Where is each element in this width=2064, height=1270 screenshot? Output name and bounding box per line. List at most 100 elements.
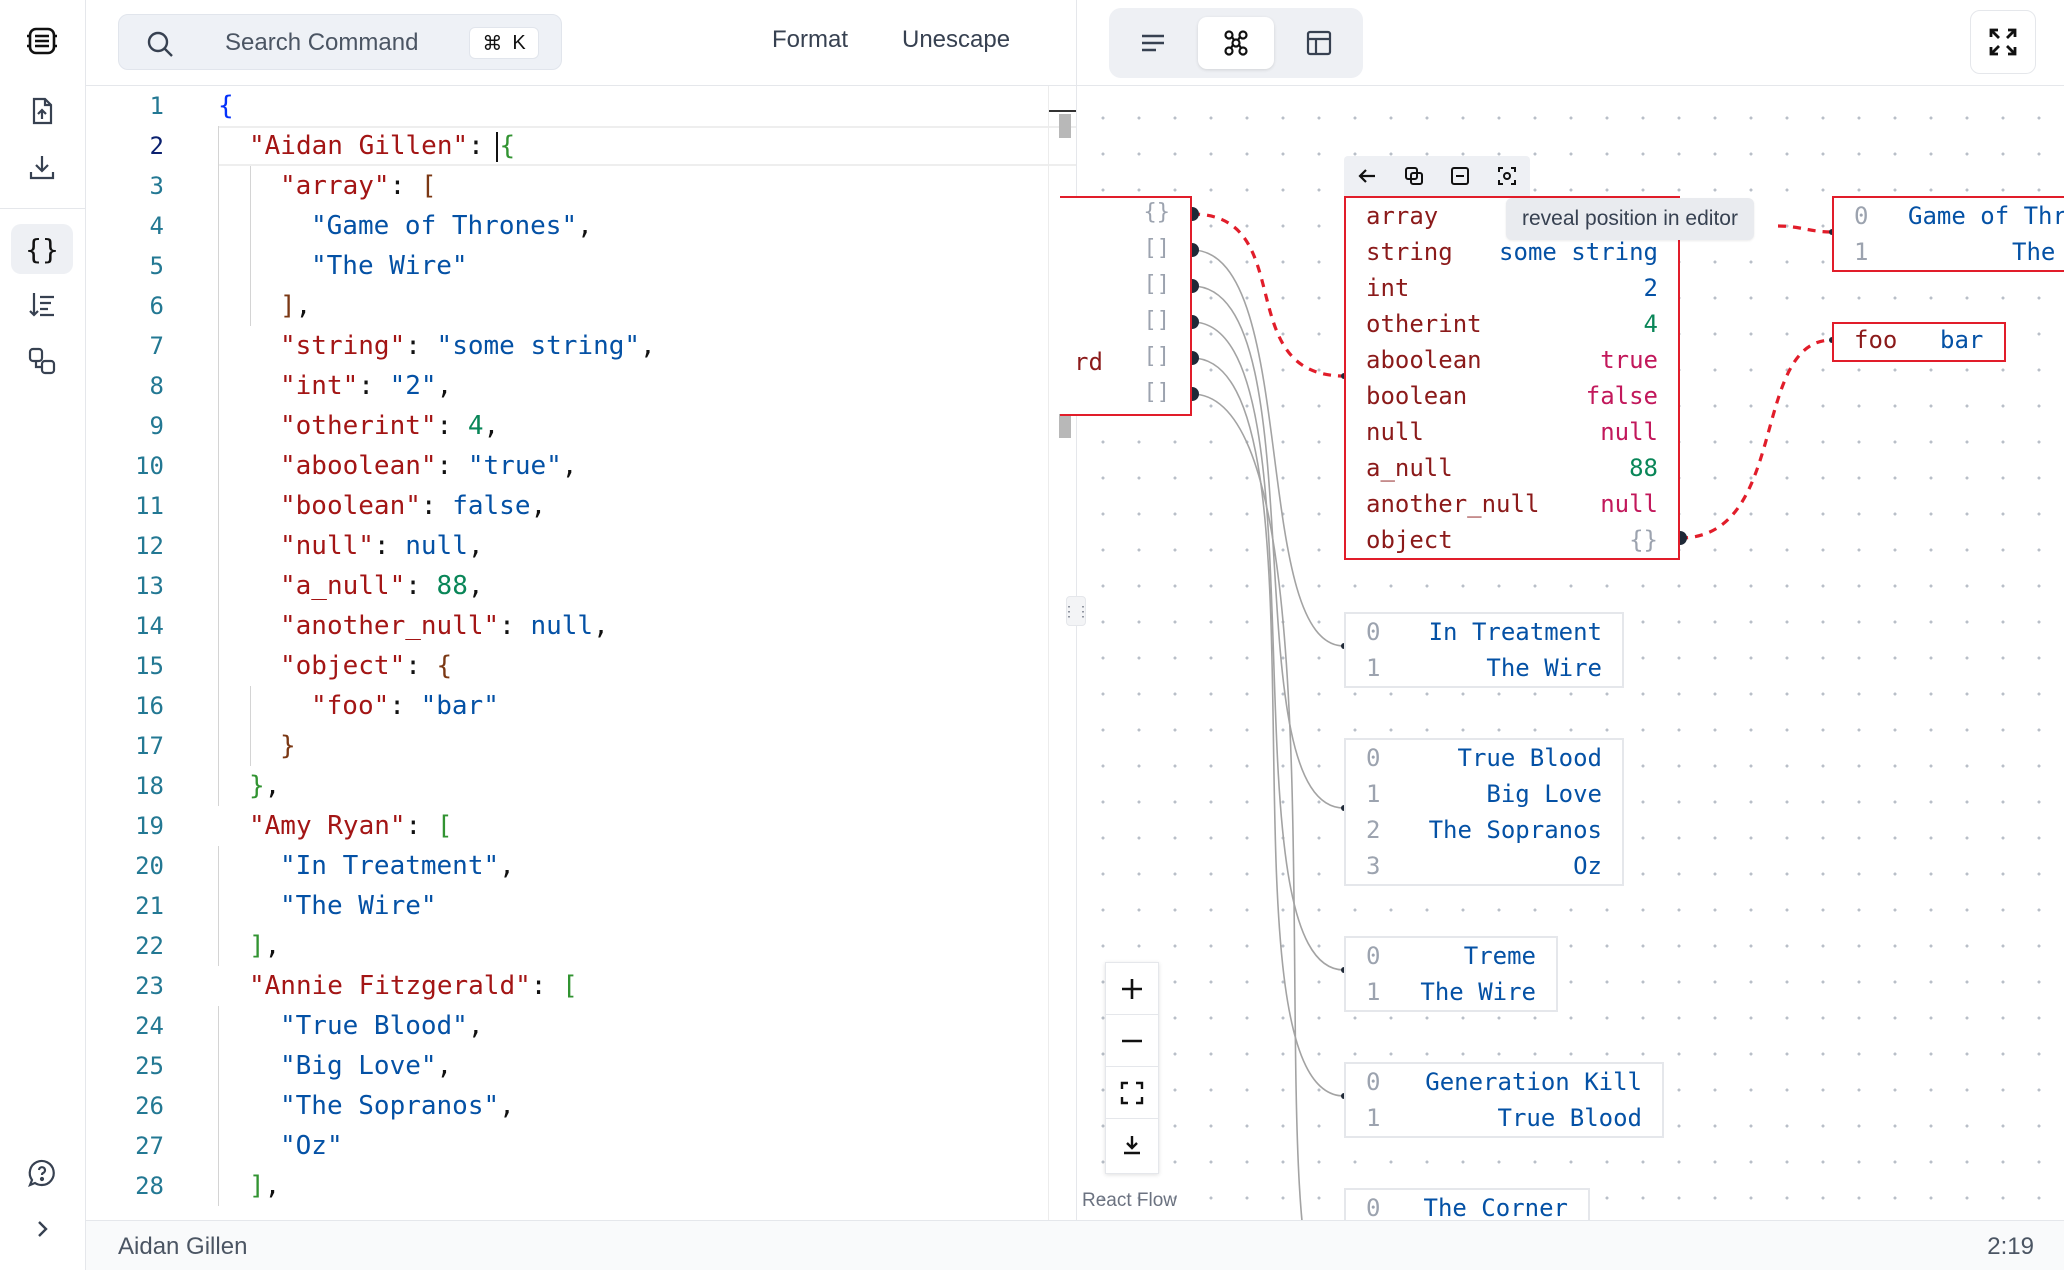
code-token: :: [468, 131, 500, 161]
plus-icon: [1122, 978, 1142, 999]
sidebar-divider: [0, 208, 86, 209]
node-row-key: a_null: [1366, 454, 1453, 482]
export-image-button[interactable]: [1106, 1119, 1158, 1171]
code-token: "True Blood": [280, 1011, 468, 1041]
help-icon[interactable]: [11, 1148, 73, 1198]
zoom-in-button[interactable]: [1106, 963, 1158, 1015]
code-token: "bar": [420, 691, 499, 721]
fullscreen-button[interactable]: [1970, 10, 2036, 74]
text-cursor: [496, 132, 498, 162]
code-token: ,: [295, 291, 312, 321]
import-file-icon[interactable]: [11, 86, 73, 136]
node-row-value: some string: [1499, 238, 1658, 266]
code-token: "aboolean": [280, 451, 437, 481]
format-button[interactable]: Format: [772, 26, 849, 53]
code-token: "int": [280, 371, 359, 401]
code-token: ,: [483, 411, 500, 441]
code-line: "The Wire": [311, 246, 468, 286]
scrollbar-thumb[interactable]: [1059, 414, 1071, 438]
root-node[interactable]: rd {}[][][][][]: [1060, 196, 1192, 416]
json-braces-icon[interactable]: {}: [11, 224, 73, 274]
code-token: ,: [467, 571, 484, 601]
pane-resize-handle[interactable]: ⋮⋮: [1062, 596, 1090, 626]
table-view-tab[interactable]: [1280, 17, 1357, 69]
code-line: "another_null": null,: [280, 606, 609, 646]
code-token: ,: [467, 1011, 484, 1041]
compare-icon[interactable]: [11, 336, 73, 386]
graph-view-tab[interactable]: [1197, 17, 1275, 69]
sort-icon[interactable]: [11, 280, 73, 330]
array-value: Big Love: [1486, 780, 1602, 808]
indent-guide: [218, 1006, 219, 1206]
code-token: ,: [264, 771, 281, 801]
react-flow-attribution[interactable]: React Flow: [1082, 1190, 1178, 1211]
copy-icon[interactable]: [1391, 156, 1438, 196]
code-token: :: [436, 411, 468, 441]
code-line: "array": [: [280, 166, 437, 206]
code-token: [: [562, 971, 578, 1001]
code-token: :: [373, 531, 406, 561]
code-token: [: [436, 811, 453, 841]
array-index: 1: [1366, 780, 1381, 808]
expand-sidebar-icon[interactable]: [11, 1204, 73, 1254]
array-item[interactable]: 1 Big Love: [1346, 776, 1622, 812]
line-number: 10: [135, 452, 164, 480]
collapse-icon[interactable]: [1437, 156, 1484, 196]
back-icon[interactable]: [1344, 156, 1391, 196]
view-mode-switcher: [1109, 8, 1363, 78]
search-command-input[interactable]: Search Command ⌘ K: [118, 14, 562, 70]
code-token: ,: [561, 451, 578, 481]
json-path: Aidan Gillen: [118, 1233, 248, 1260]
object-node[interactable]: foo bar: [1832, 322, 2006, 362]
node-row-key: null: [1366, 418, 1424, 446]
code-token: "2": [389, 371, 437, 401]
node-row-key: array: [1366, 202, 1439, 230]
reveal-position-icon[interactable]: [1484, 156, 1531, 196]
code-token: :: [405, 811, 437, 841]
node-row-array[interactable]: array: [1346, 198, 1678, 234]
node-row-object[interactable]: object{}: [1346, 522, 1678, 558]
line-number: 18: [135, 772, 164, 800]
root-node-value: {}: [1143, 200, 1171, 225]
sidebar: {}: [0, 0, 86, 1270]
fit-view-button[interactable]: [1106, 1067, 1158, 1119]
zoom-out-button[interactable]: [1106, 1015, 1158, 1067]
editor-scrollbar[interactable]: [1048, 86, 1076, 1220]
code-token: null: [405, 531, 468, 561]
download-icon[interactable]: [11, 142, 73, 192]
line-number: 1: [149, 92, 164, 120]
code-token: ,: [264, 931, 281, 961]
app-logo-icon[interactable]: [11, 16, 73, 66]
unescape-button[interactable]: Unescape: [902, 26, 1011, 53]
code-token: ,: [640, 331, 656, 361]
reveal-position-tooltip: reveal position in editor: [1506, 198, 1754, 240]
text-view-tab[interactable]: [1115, 17, 1192, 69]
